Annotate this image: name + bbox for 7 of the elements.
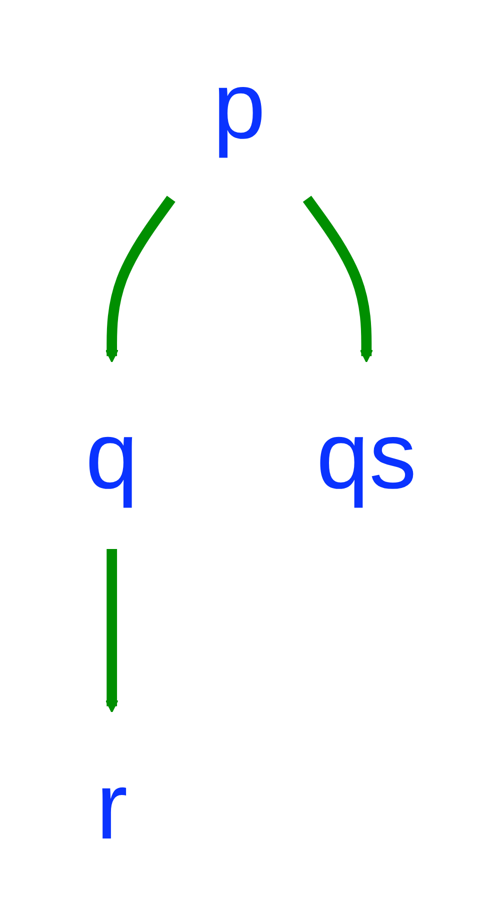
arrow: [105, 548, 118, 713]
arrow: [105, 196, 176, 363]
node-text: qs: [316, 402, 417, 509]
arrow: [302, 196, 373, 363]
node-text: q: [85, 402, 138, 509]
node-text: r: [96, 752, 128, 860]
node-text: p: [212, 52, 266, 159]
